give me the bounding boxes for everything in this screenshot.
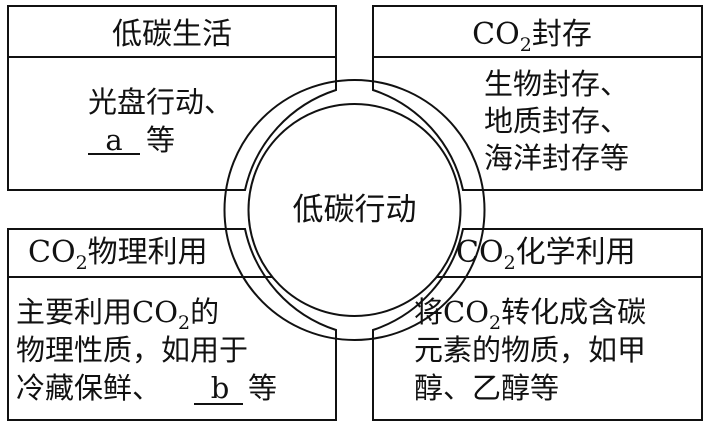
top-right-line-3: 海洋封存等 — [484, 141, 629, 175]
top-left-line-2: 等 — [146, 123, 175, 157]
top-right-line-1: 生物封存、 — [484, 67, 629, 101]
bottom-left-box — [7, 228, 337, 421]
bottom-right-line-1: 将CO2转化成含碳 — [414, 295, 646, 334]
center-label: 低碳行动 — [293, 192, 417, 228]
top-right-box — [372, 5, 703, 191]
top-right-title: CO2封存 — [472, 17, 592, 56]
bottom-right-box — [372, 228, 703, 421]
bottom-right-line-3: 醇、乙醇等 — [414, 371, 559, 405]
bottom-left-line-3-suffix: 等 — [248, 371, 277, 405]
bottom-left-title: CO2物理利用 — [28, 235, 208, 274]
bottom-left-line-1: 主要利用CO2的 — [16, 295, 219, 334]
top-left-line-1: 光盘行动、 — [88, 85, 233, 119]
top-left-box — [7, 5, 337, 191]
bottom-left-blank-b: b — [211, 371, 230, 405]
top-right-line-2: 地质封存、 — [484, 104, 629, 138]
center-ring-inner — [247, 103, 462, 317]
bottom-left-line-3-prefix: 冷藏保鲜、 — [16, 371, 161, 405]
top-left-title: 低碳生活 — [112, 17, 232, 52]
center-ring-outer — [223, 79, 486, 341]
bottom-right-title: CO2化学利用 — [456, 235, 636, 274]
bottom-left-line-2: 物理性质，如用于 — [16, 333, 248, 367]
bottom-right-line-2: 元素的物质，如甲 — [414, 333, 646, 367]
top-left-blank-a: a — [105, 123, 122, 157]
